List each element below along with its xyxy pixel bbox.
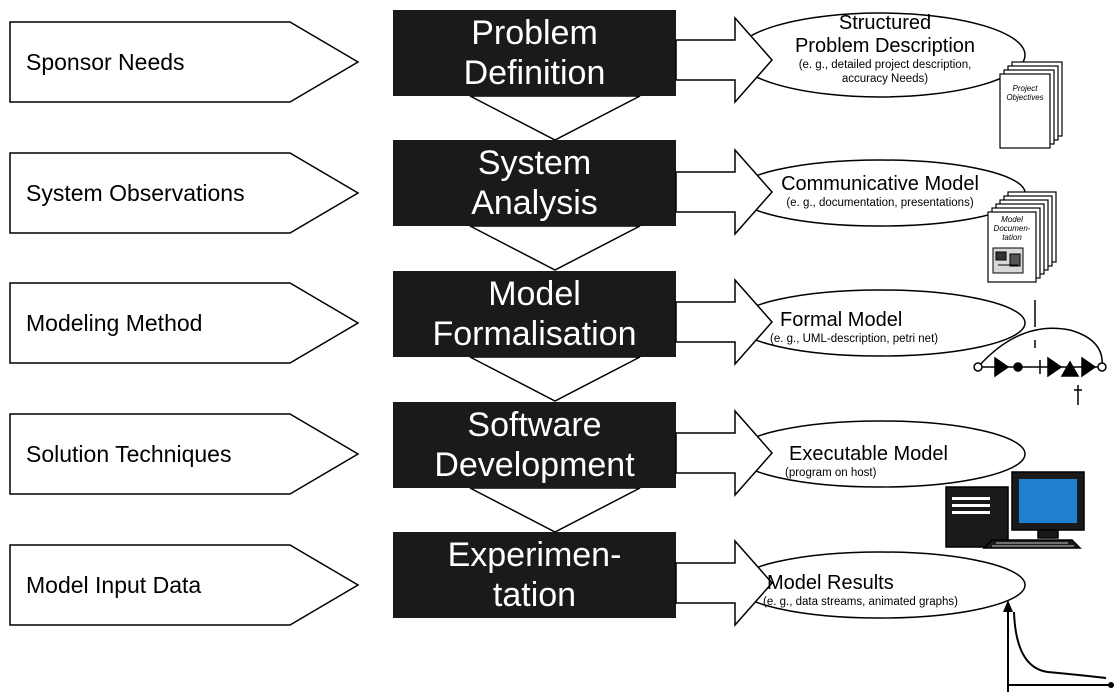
output-title: Structured [838, 12, 932, 34]
output-title: Executable Model [789, 443, 948, 465]
output-arrow-3 [675, 278, 773, 366]
connector-triangle-2 [469, 225, 641, 271]
model-documentation-doc-label: Model Documen- tation [990, 215, 1034, 242]
petri-net-icon [973, 300, 1107, 405]
doc-label-line: Objectives [1006, 93, 1044, 102]
phase-label-line2: Analysis [471, 184, 598, 222]
output-subtitle: (e. g., UML-description, petri net) [770, 333, 939, 345]
phase-label-line1: Software [467, 406, 602, 444]
input-label-modeling-method: Modeling Method [26, 309, 203, 336]
results-graph-icon [1003, 600, 1114, 692]
output-arrow-2 [675, 148, 773, 236]
doc-label-line: Model [1001, 215, 1023, 224]
output-communicative-model: Communicative Model (e. g., documentatio… [740, 173, 1020, 210]
phase-software-development: Software Development [393, 402, 676, 488]
input-label-model-input-data: Model Input Data [26, 571, 202, 598]
connector-triangle-4 [469, 487, 641, 533]
doc-label-line: Project [1012, 84, 1038, 93]
output-title: Formal Model [780, 309, 903, 331]
output-arrow-1 [675, 16, 773, 104]
output-subtitle: (program on host) [785, 467, 877, 479]
output-structured-problem-description: Structured Problem Description (e. g., d… [745, 12, 1025, 86]
connector-triangle-1 [469, 95, 641, 141]
phase-label-line1: Problem [471, 14, 598, 52]
phase-label-line2: Definition [463, 54, 606, 92]
input-arrow-4 [9, 413, 360, 495]
phase-label-line2: Formalisation [432, 315, 637, 353]
output-subtitle: (e. g., documentation, presentations) [786, 197, 974, 209]
phase-model-formalisation: Model Formalisation [393, 271, 676, 357]
output-model-results: Model Results (e. g., data streams, anim… [763, 572, 1013, 609]
input-label-sponsor-needs: Sponsor Needs [26, 48, 185, 75]
project-objectives-doc-label: Project Objectives [1002, 84, 1048, 102]
output-formal-model: Formal Model (e. g., UML-description, pe… [770, 309, 1010, 346]
phase-label-line1: System [477, 144, 592, 182]
phase-problem-definition: Problem Definition [393, 10, 676, 96]
phase-box-2 [393, 140, 676, 226]
output-title: Problem Description [794, 35, 976, 57]
doc-label-line: Documen- [993, 224, 1031, 233]
phase-box-1 [393, 10, 676, 96]
phase-experimentation: Experimen- tation [393, 532, 676, 618]
connector-triangle-3 [469, 356, 641, 402]
input-arrow-5 [9, 544, 360, 626]
phase-box-4 [393, 402, 676, 488]
model-documentation-icon [987, 191, 1057, 283]
phase-label-line1: Model [488, 275, 581, 313]
output-title: Model Results [767, 572, 894, 594]
output-title: Communicative Model [781, 173, 979, 195]
phase-box-5 [393, 532, 676, 618]
phase-box-3 [393, 271, 676, 357]
output-arrow-4 [675, 409, 773, 497]
input-arrow-1 [9, 21, 360, 103]
output-subtitle: (e. g., data streams, animated graphs) [763, 596, 958, 608]
output-arrow-5 [675, 539, 773, 627]
phase-label-line2: Development [434, 446, 635, 484]
doc-label-line: tation [1002, 233, 1022, 242]
computer-icon [945, 471, 1085, 549]
document-stack-icon [999, 61, 1063, 149]
input-label-solution-techniques: Solution Techniques [26, 440, 232, 467]
output-subtitle: (e. g., detailed project description, [798, 59, 972, 71]
output-subtitle: accuracy Needs) [841, 73, 929, 85]
input-label-system-observations: System Observations [26, 179, 245, 206]
output-executable-model: Executable Model (program on host) [785, 443, 1005, 480]
input-arrow-3 [9, 282, 360, 364]
phase-label-line1: Experimen- [447, 536, 622, 574]
input-arrow-2 [9, 152, 360, 234]
phase-system-analysis: System Analysis [393, 140, 676, 226]
phase-label-line2: tation [492, 576, 577, 614]
